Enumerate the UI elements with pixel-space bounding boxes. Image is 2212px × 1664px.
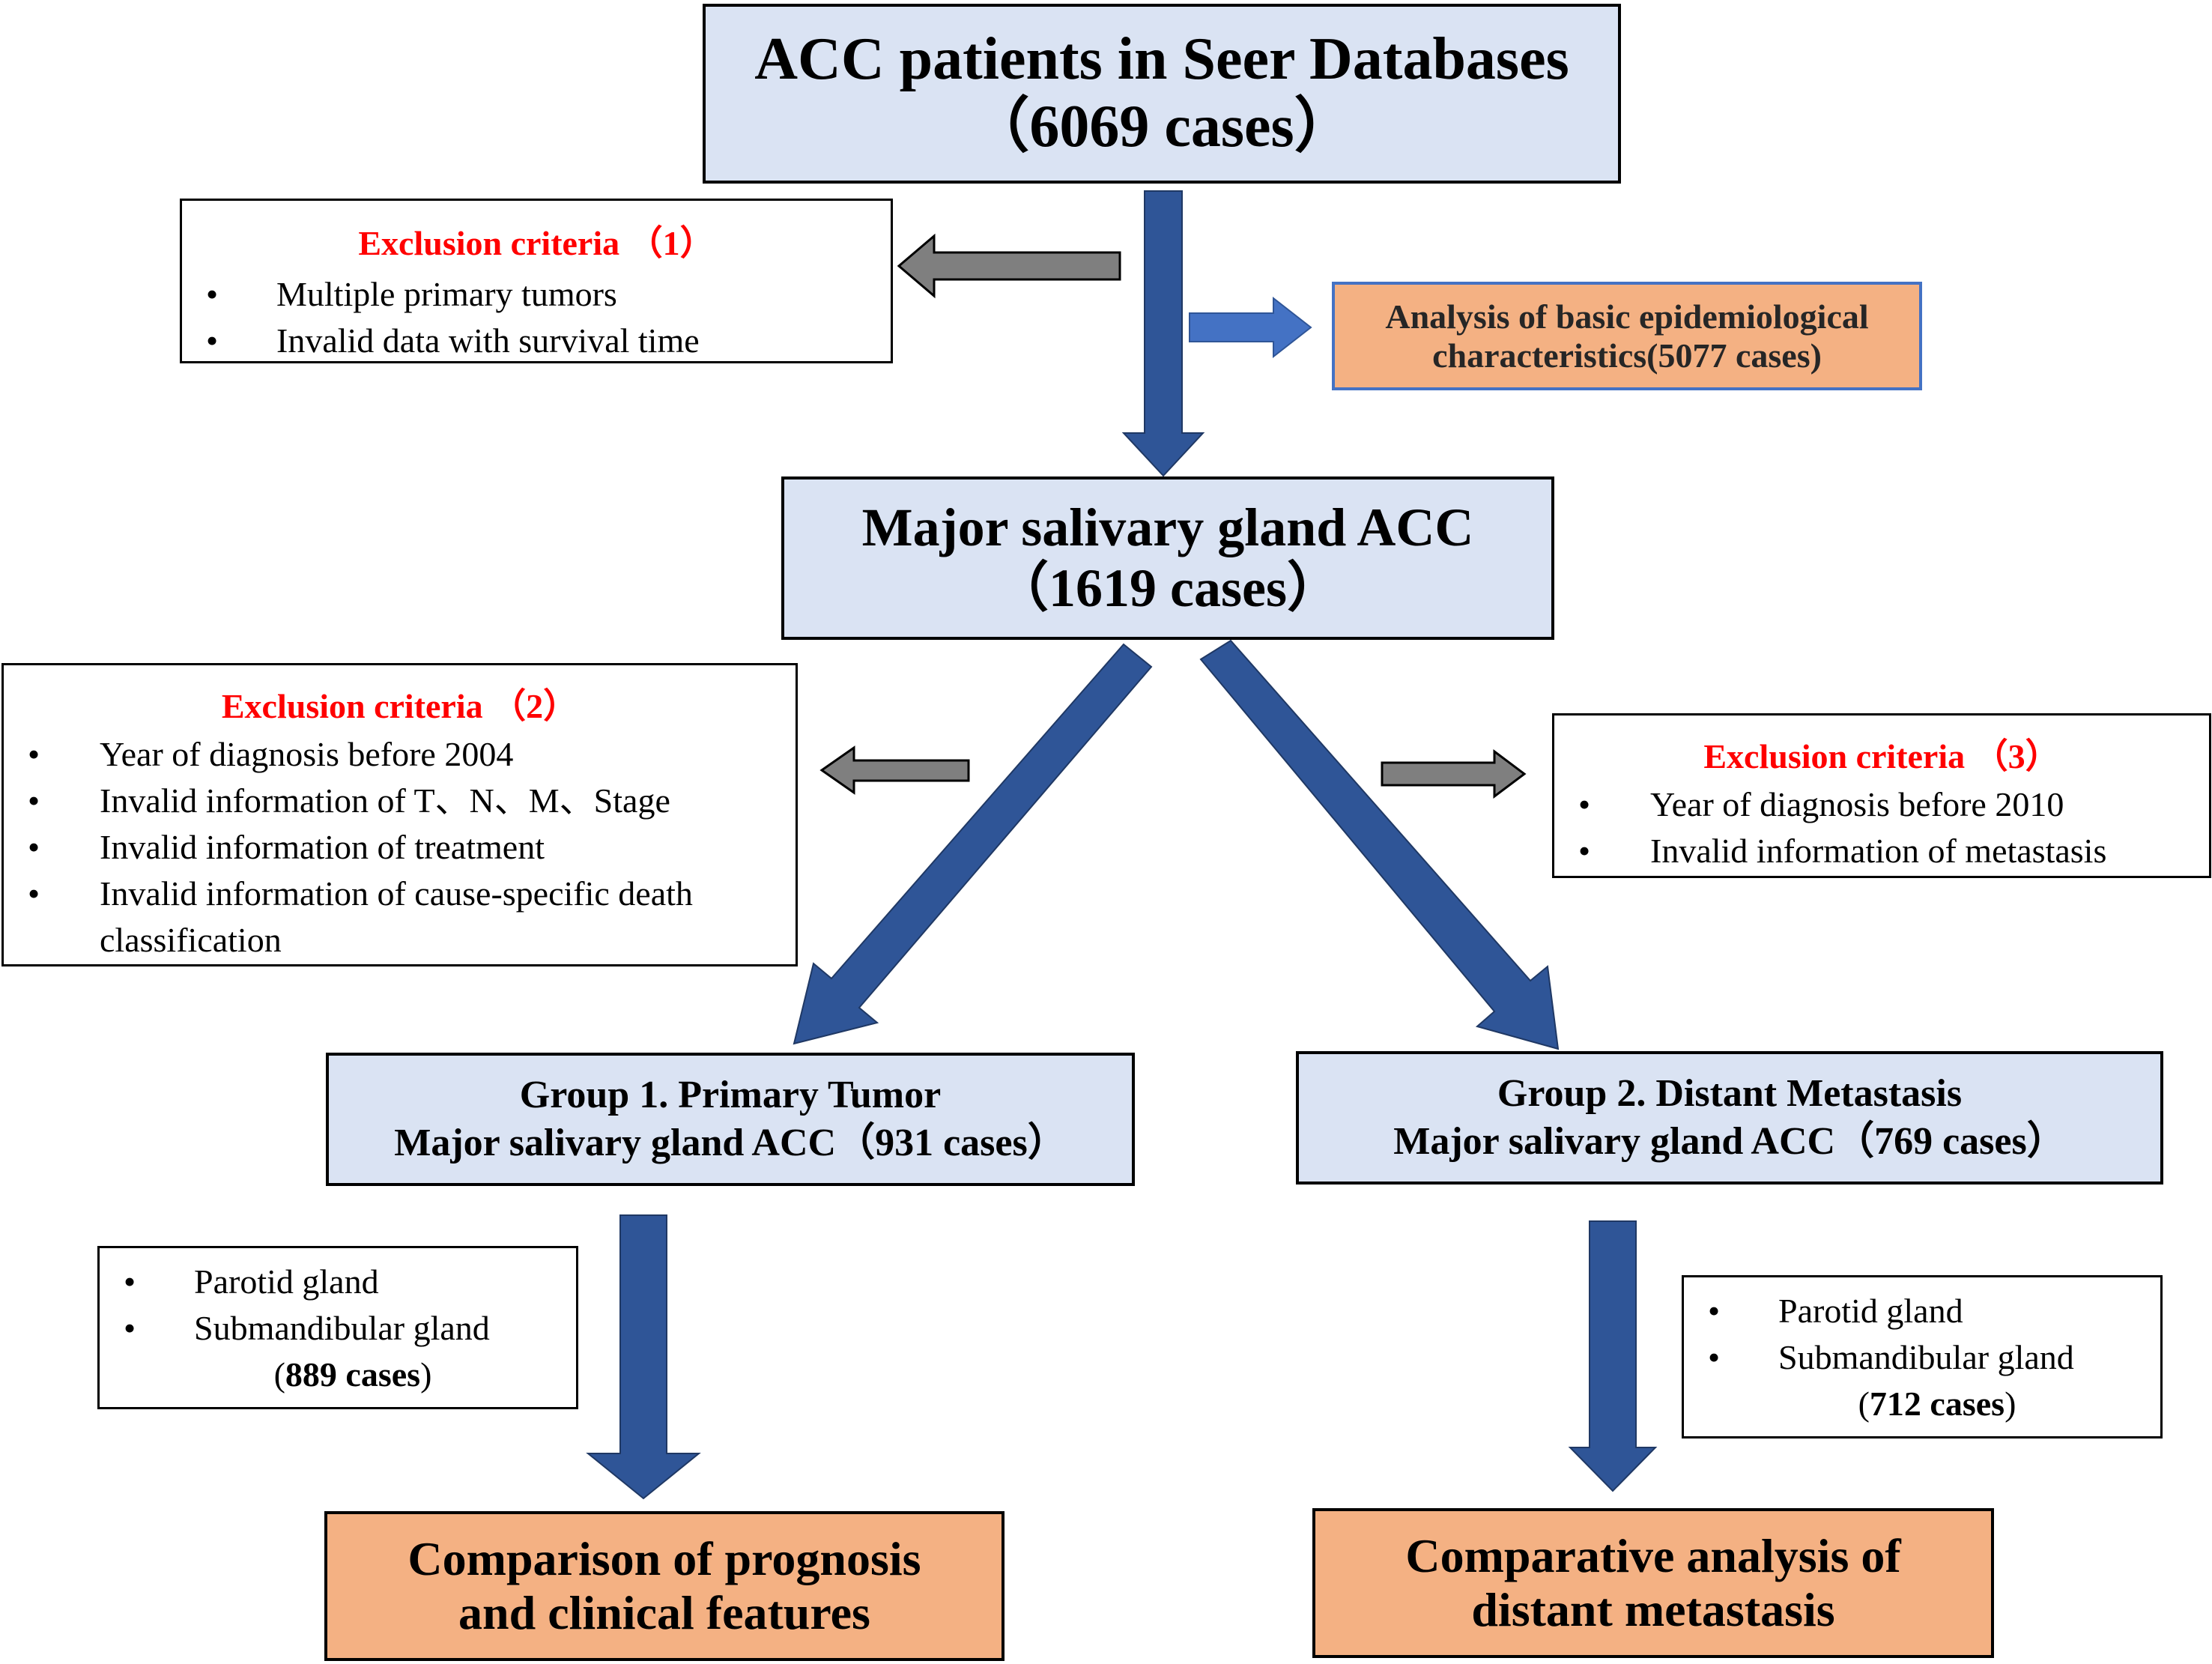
list-item: Invalid information of metastasis bbox=[1554, 828, 2209, 874]
list-item: Parotid gland bbox=[100, 1259, 576, 1305]
exclusion-criteria-2: Exclusion criteria （2） Year of diagnosis… bbox=[1, 663, 798, 966]
list-item: Year of diagnosis before 2010 bbox=[1554, 781, 2209, 828]
arrow-to-exclusion1 bbox=[897, 233, 1121, 299]
list-item: Multiple primary tumors bbox=[182, 271, 891, 318]
major-salivary-count: （1619 cases） bbox=[995, 558, 1341, 618]
arrow-group1-to-outcome1 bbox=[586, 1214, 701, 1500]
major-salivary-box: Major salivary gland ACC （1619 cases） bbox=[781, 476, 1554, 640]
outcome2-box: Comparative analysis of distant metastas… bbox=[1312, 1508, 1994, 1658]
exclusion-criteria-3-title: Exclusion criteria （3） bbox=[1703, 737, 2060, 775]
list-item: Parotid gland bbox=[1684, 1288, 2160, 1334]
sites1-box: Parotid gland Submandibular gland (889 c… bbox=[97, 1246, 578, 1409]
exclusion-criteria-3: Exclusion criteria （3） Year of diagnosis… bbox=[1552, 713, 2211, 878]
major-salivary-title: Major salivary gland ACC bbox=[861, 497, 1474, 558]
sites2-list: Parotid gland Submandibular gland bbox=[1684, 1288, 2160, 1381]
epidemiology-line1: Analysis of basic epidemiological bbox=[1385, 297, 1869, 336]
group2-box: Group 2. Distant Metastasis Major saliva… bbox=[1296, 1051, 2163, 1185]
exclusion-criteria-1-list: Multiple primary tumors Invalid data wit… bbox=[182, 271, 891, 364]
group2-title: Group 2. Distant Metastasis bbox=[1497, 1071, 1963, 1115]
epidemiology-line2: characteristics(5077 cases) bbox=[1432, 336, 1822, 375]
arrow-to-exclusion3 bbox=[1381, 749, 1527, 799]
exclusion-criteria-1: Exclusion criteria （1） Multiple primary … bbox=[180, 199, 893, 364]
list-item: Year of diagnosis before 2004 bbox=[4, 731, 796, 778]
group1-box: Group 1. Primary Tumor Major salivary gl… bbox=[326, 1053, 1135, 1186]
top-box: ACC patients in Seer Databases （6069 cas… bbox=[703, 4, 1621, 184]
epidemiology-box: Analysis of basic epidemiological charac… bbox=[1332, 282, 1922, 390]
list-item: Submandibular gland bbox=[1684, 1334, 2160, 1381]
arrow-to-epidemiology bbox=[1189, 296, 1312, 359]
list-item: Invalid information of cause-specific de… bbox=[4, 871, 796, 917]
arrow-major-to-group1 bbox=[793, 643, 1153, 1045]
arrow-group2-to-outcome2 bbox=[1568, 1220, 1658, 1492]
list-item: Invalid information of T、N、M、Stage bbox=[4, 778, 796, 824]
sites1-list: Parotid gland Submandibular gland bbox=[100, 1259, 576, 1352]
group1-subtitle: Major salivary gland ACC（931 cases） bbox=[394, 1122, 1067, 1164]
sites1-count: (889 cases) bbox=[273, 1355, 432, 1394]
outcome2-line2: distant metastasis bbox=[1471, 1583, 1835, 1636]
arrow-top-to-major bbox=[1121, 190, 1205, 477]
sites2-count: (712 cases) bbox=[1858, 1385, 2016, 1423]
exclusion-criteria-1-title: Exclusion criteria （1） bbox=[358, 224, 715, 262]
top-box-count: （6069 cases） bbox=[969, 94, 1354, 160]
arrow-major-to-group2 bbox=[1199, 639, 1560, 1050]
exclusion-criteria-3-list: Year of diagnosis before 2010 Invalid in… bbox=[1554, 781, 2209, 874]
group1-title: Group 1. Primary Tumor bbox=[519, 1073, 942, 1116]
list-item: Invalid data with survival time bbox=[182, 318, 891, 364]
group2-subtitle: Major salivary gland ACC（769 cases） bbox=[1393, 1120, 2066, 1163]
outcome1-box: Comparison of prognosis and clinical fea… bbox=[324, 1511, 1005, 1661]
outcome1-line1: Comparison of prognosis bbox=[407, 1532, 921, 1586]
outcome1-line2: and clinical features bbox=[458, 1586, 870, 1639]
sites2-box: Parotid gland Submandibular gland (712 c… bbox=[1682, 1275, 2163, 1438]
arrow-to-exclusion2 bbox=[819, 745, 970, 795]
top-box-title: ACC patients in Seer Databases bbox=[754, 26, 1569, 93]
exclusion-criteria-2-title: Exclusion criteria （2） bbox=[221, 687, 578, 725]
list-item-continuation: classification bbox=[100, 921, 282, 959]
list-item: Invalid information of treatment bbox=[4, 824, 796, 871]
exclusion-criteria-2-list: Year of diagnosis before 2004 Invalid in… bbox=[4, 731, 796, 963]
list-item: Submandibular gland bbox=[100, 1305, 576, 1352]
outcome2-line1: Comparative analysis of bbox=[1405, 1529, 1901, 1583]
